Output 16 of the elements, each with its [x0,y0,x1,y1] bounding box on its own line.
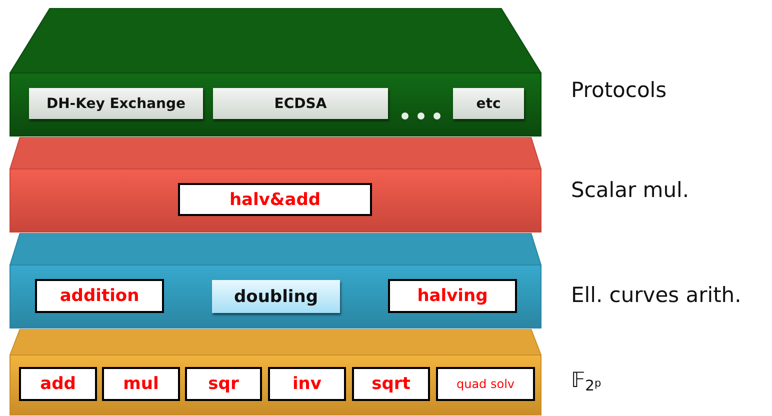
operation-box: halv&add [178,183,372,216]
operation-box: quad solv [436,367,535,401]
layer-caption: Protocols [571,78,667,102]
operation-box: DH-Key Exchange [29,88,203,119]
layer-caption: Scalar mul. [571,178,690,202]
layer-caption: Ell. curves arith. [571,283,742,307]
operation-box: add [19,367,97,401]
operation-box: ECDSA [213,88,388,119]
operation-box: inv [268,367,346,401]
operation-box: sqr [185,367,262,401]
operation-box: halving [388,279,517,313]
operation-box: mul [102,367,180,401]
operation-box: sqrt [352,367,430,401]
operation-box: addition [35,279,164,313]
operation-box: doubling [212,280,340,313]
operation-box: etc [453,88,524,119]
